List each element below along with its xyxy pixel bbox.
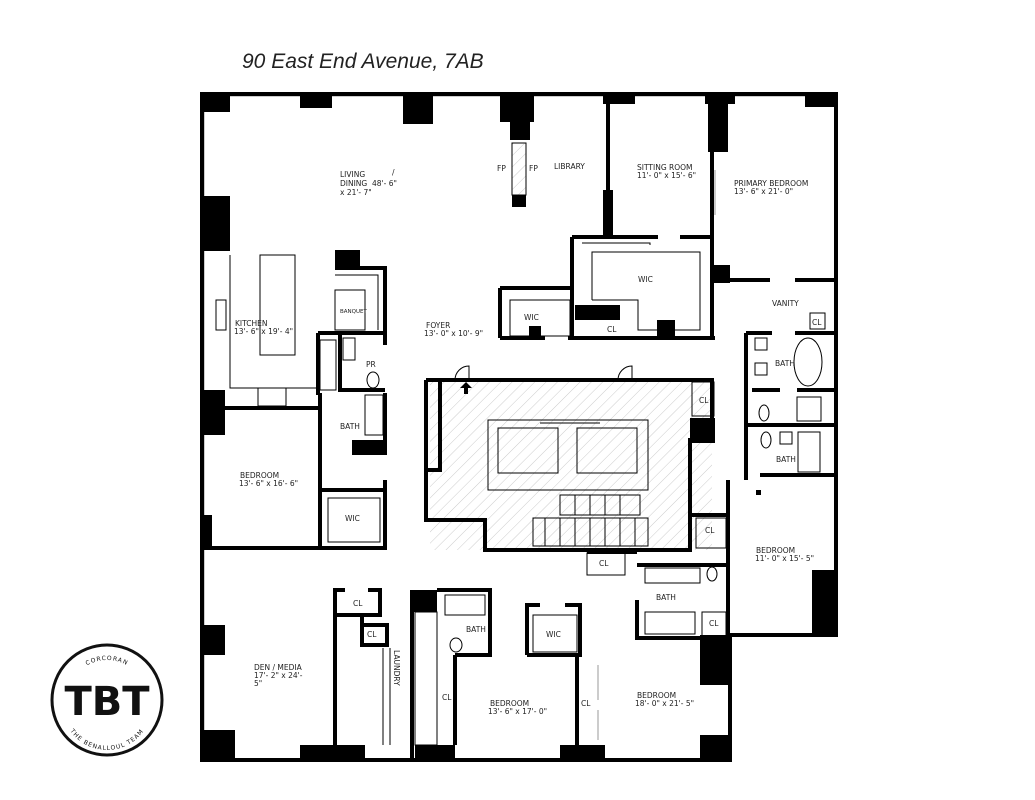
label-sitting-dims: 11'- 0" x 15'- 6" — [637, 171, 696, 180]
label-bedroom-e: BEDROOM — [756, 546, 795, 555]
label-cl-bed3: CL — [442, 693, 452, 702]
label-fp-left: FP — [497, 164, 506, 173]
label-cl-vanity: CL — [812, 318, 822, 327]
label-den-dims2: 5" — [254, 679, 262, 688]
label-cl-mid: CL — [599, 559, 609, 568]
label-living-dims: 48'- 6" — [372, 179, 397, 188]
label-wic-big: WIC — [638, 275, 653, 284]
label-cl-den2: CL — [367, 630, 377, 639]
label-kitchen: KITCHEN — [235, 319, 268, 328]
label-cl-core: CL — [699, 396, 709, 405]
label-living: LIVING — [340, 170, 365, 179]
label-bath-2: BATH — [776, 455, 796, 464]
label-bath-3: BATH — [656, 593, 676, 602]
label-foyer-dims: 13'- 0" x 10'- 9" — [424, 329, 483, 338]
label-bath-kitchen: BATH — [340, 422, 360, 431]
label-den: DEN / MEDIA — [254, 663, 303, 672]
label-bedroom-e-dims: 11'- 0" x 15'- 5" — [755, 554, 814, 563]
label-laundry: LAUNDRY — [392, 650, 401, 686]
room-labels: LIVING DINING 48'- 6" / x 21'- 7" FP FP … — [234, 162, 822, 716]
label-fp-right: FP — [529, 164, 538, 173]
label-cl-e: CL — [705, 526, 715, 535]
label-den-dims: 17'- 2" x 24'- — [254, 671, 303, 680]
label-banquet: BANQUET — [340, 309, 367, 315]
label-vanity: VANITY — [772, 299, 799, 308]
label-primary-dims: 13'- 6" x 21'- 0" — [734, 187, 793, 196]
label-wic-s: WIC — [546, 630, 561, 639]
label-cl-den1: CL — [353, 599, 363, 608]
label-cl-foyer: CL — [607, 325, 617, 334]
label-dining: DINING — [340, 179, 367, 188]
label-bedroom3: BEDROOM — [490, 699, 529, 708]
label-pr: PR — [366, 360, 376, 369]
label-sitting: SITTING ROOM — [637, 163, 693, 172]
label-living-slash: / — [392, 168, 395, 177]
label-bath-4: BATH — [466, 625, 486, 634]
label-bedroom3-dims: 13'- 6" x 17'- 0" — [488, 707, 547, 716]
label-bedroom4: BEDROOM — [637, 691, 676, 700]
label-bath-primary: BATH — [775, 359, 795, 368]
label-library: LIBRARY — [554, 162, 585, 171]
label-cl-bed4: CL — [581, 699, 591, 708]
logo-text: TBT — [64, 679, 150, 725]
corcoran-tbt-logo: TBT CORCORAN THE BENALLOUL TEAM — [50, 643, 164, 757]
entry-arrow-icon — [460, 382, 472, 394]
label-living-dims2: x 21'- 7" — [340, 188, 372, 197]
label-bedroom4-dims: 18'- 0" x 21'- 5" — [635, 699, 694, 708]
walls — [200, 92, 838, 762]
label-bedroom1: BEDROOM — [240, 471, 279, 480]
label-kitchen-dims: 13'- 6" x 19'- 4" — [234, 327, 293, 336]
label-wic-bed1: WIC — [345, 514, 360, 523]
label-wic-small: WIC — [524, 313, 539, 322]
label-foyer: FOYER — [426, 321, 450, 330]
label-primary: PRIMARY BEDROOM — [734, 179, 808, 188]
plan-title: 90 East End Avenue, 7AB — [242, 50, 484, 73]
label-cl-bath3: CL — [709, 619, 719, 628]
label-bedroom1-dims: 13'- 6" x 16'- 6" — [239, 479, 298, 488]
